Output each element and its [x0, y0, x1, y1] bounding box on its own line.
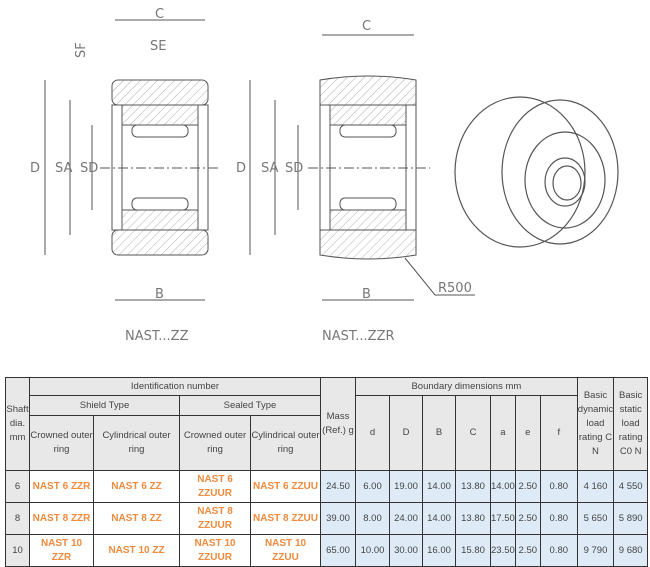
value-cell: 23.50	[490, 534, 516, 567]
col-D: D	[389, 395, 423, 471]
col-f: f	[539, 395, 578, 471]
mass-cell: 24.50	[320, 470, 356, 503]
header-static: Basic static load rating C0 N	[613, 377, 649, 471]
dim-b: B	[155, 287, 164, 302]
part-link[interactable]: NAST 10 ZZUU	[250, 534, 321, 567]
caption-zzr: NAST...ZZR	[322, 329, 395, 344]
header-mass: Mass (Ref.) g	[320, 377, 356, 471]
dim-sf: SF	[74, 42, 89, 58]
value-cell: 14.00	[422, 470, 456, 503]
value-cell: 13.80	[455, 502, 491, 535]
dynamic-cell: 9 790	[576, 534, 615, 567]
dim-c-r: C	[362, 19, 371, 34]
value-cell: 0.80	[539, 534, 578, 567]
part-link[interactable]: NAST 8 ZZR	[29, 502, 94, 535]
header-cylindrical: Cylindrical outer ring	[93, 415, 180, 471]
part-link[interactable]: NAST 6 ZZUU	[250, 470, 321, 503]
col-a: a	[490, 395, 516, 471]
header-shield: Shield Type	[29, 395, 180, 416]
static-cell: 5 890	[613, 502, 649, 535]
value-cell: 16.00	[422, 534, 456, 567]
static-cell: 4 550	[613, 470, 649, 503]
table-row: 10 NAST 10 ZZR NAST 10 ZZ NAST 10 ZZUUR …	[5, 534, 649, 567]
value-cell: 10.00	[355, 534, 390, 567]
caption-zz: NAST...ZZ	[125, 329, 189, 344]
part-link[interactable]: NAST 6 ZZR	[29, 470, 94, 503]
col-B: B	[422, 395, 456, 471]
value-cell: 15.80	[455, 534, 491, 567]
part-link[interactable]: NAST 10 ZZ	[93, 534, 180, 567]
part-link[interactable]: NAST 8 ZZUUR	[179, 502, 251, 535]
value-cell: 19.00	[389, 470, 423, 503]
header-cylindrical-sealed: Cylindrical outer ring	[250, 415, 321, 471]
col-e: e	[514, 395, 541, 471]
shaft-cell: 6	[5, 470, 30, 503]
section-view-zzr	[249, 34, 475, 301]
value-cell: 2.50	[514, 470, 541, 503]
col-C: C	[455, 395, 491, 471]
header-boundary: Boundary dimensions mm	[355, 377, 578, 396]
part-link[interactable]: NAST 10 ZZUUR	[179, 534, 251, 567]
dim-d: D	[30, 161, 40, 176]
dim-sa-r: SA	[261, 161, 278, 176]
dim-radius: R500	[438, 281, 472, 296]
table-row: 6 NAST 6 ZZR NAST 6 ZZ NAST 6 ZZUUR NAST…	[5, 470, 649, 503]
header-shaft: Shaft dia. mm	[5, 377, 30, 471]
dynamic-cell: 5 650	[576, 502, 615, 535]
value-cell: 30.00	[389, 534, 423, 567]
value-cell: 14.00	[422, 502, 456, 535]
value-cell: 13.80	[455, 470, 491, 503]
dim-d-r: D	[236, 161, 246, 176]
3d-view	[454, 96, 619, 248]
dim-c: C	[155, 7, 164, 22]
value-cell: 8.00	[355, 502, 390, 535]
dim-b-r: B	[362, 287, 371, 302]
dim-sd-r: SD	[285, 161, 303, 176]
section-view-zz	[44, 19, 220, 301]
header-ident: Identification number	[29, 377, 321, 396]
part-link[interactable]: NAST 8 ZZ	[93, 502, 180, 535]
header-crowned-sealed: Crowned outer ring	[179, 415, 251, 471]
part-link[interactable]: NAST 8 ZZUU	[250, 502, 321, 535]
value-cell: 24.00	[389, 502, 423, 535]
header-sealed: Sealed Type	[179, 395, 321, 416]
dim-se: SE	[150, 39, 166, 54]
dim-sa: SA	[55, 161, 72, 176]
header-dynamic: Basic dynamic load rating C N	[576, 377, 615, 471]
part-link[interactable]: NAST 10 ZZR	[29, 534, 94, 567]
bearing-drawing: C SF SE D SA SD B C D SA SD B R500 NAST.…	[30, 7, 619, 344]
col-d: d	[355, 395, 390, 471]
static-cell: 9 680	[613, 534, 649, 567]
dynamic-cell: 4 160	[576, 470, 615, 503]
header-crowned: Crowned outer ring	[29, 415, 94, 471]
part-link[interactable]: NAST 6 ZZ	[93, 470, 180, 503]
dim-sd: SD	[80, 161, 98, 176]
spec-table: Shaft dia. mm Identification number Mass…	[5, 377, 649, 567]
value-cell: 17.50	[490, 502, 516, 535]
shaft-cell: 8	[5, 502, 30, 535]
value-cell: 14.00	[490, 470, 516, 503]
value-cell: 2.50	[514, 502, 541, 535]
value-cell: 2.50	[514, 534, 541, 567]
value-cell: 0.80	[539, 502, 578, 535]
value-cell: 0.80	[539, 470, 578, 503]
value-cell: 6.00	[355, 470, 390, 503]
mass-cell: 39.00	[320, 502, 356, 535]
mass-cell: 65.00	[320, 534, 356, 567]
part-link[interactable]: NAST 6 ZZUUR	[179, 470, 251, 503]
table-row: 8 NAST 8 ZZR NAST 8 ZZ NAST 8 ZZUUR NAST…	[5, 502, 649, 535]
shaft-cell: 10	[5, 534, 30, 567]
